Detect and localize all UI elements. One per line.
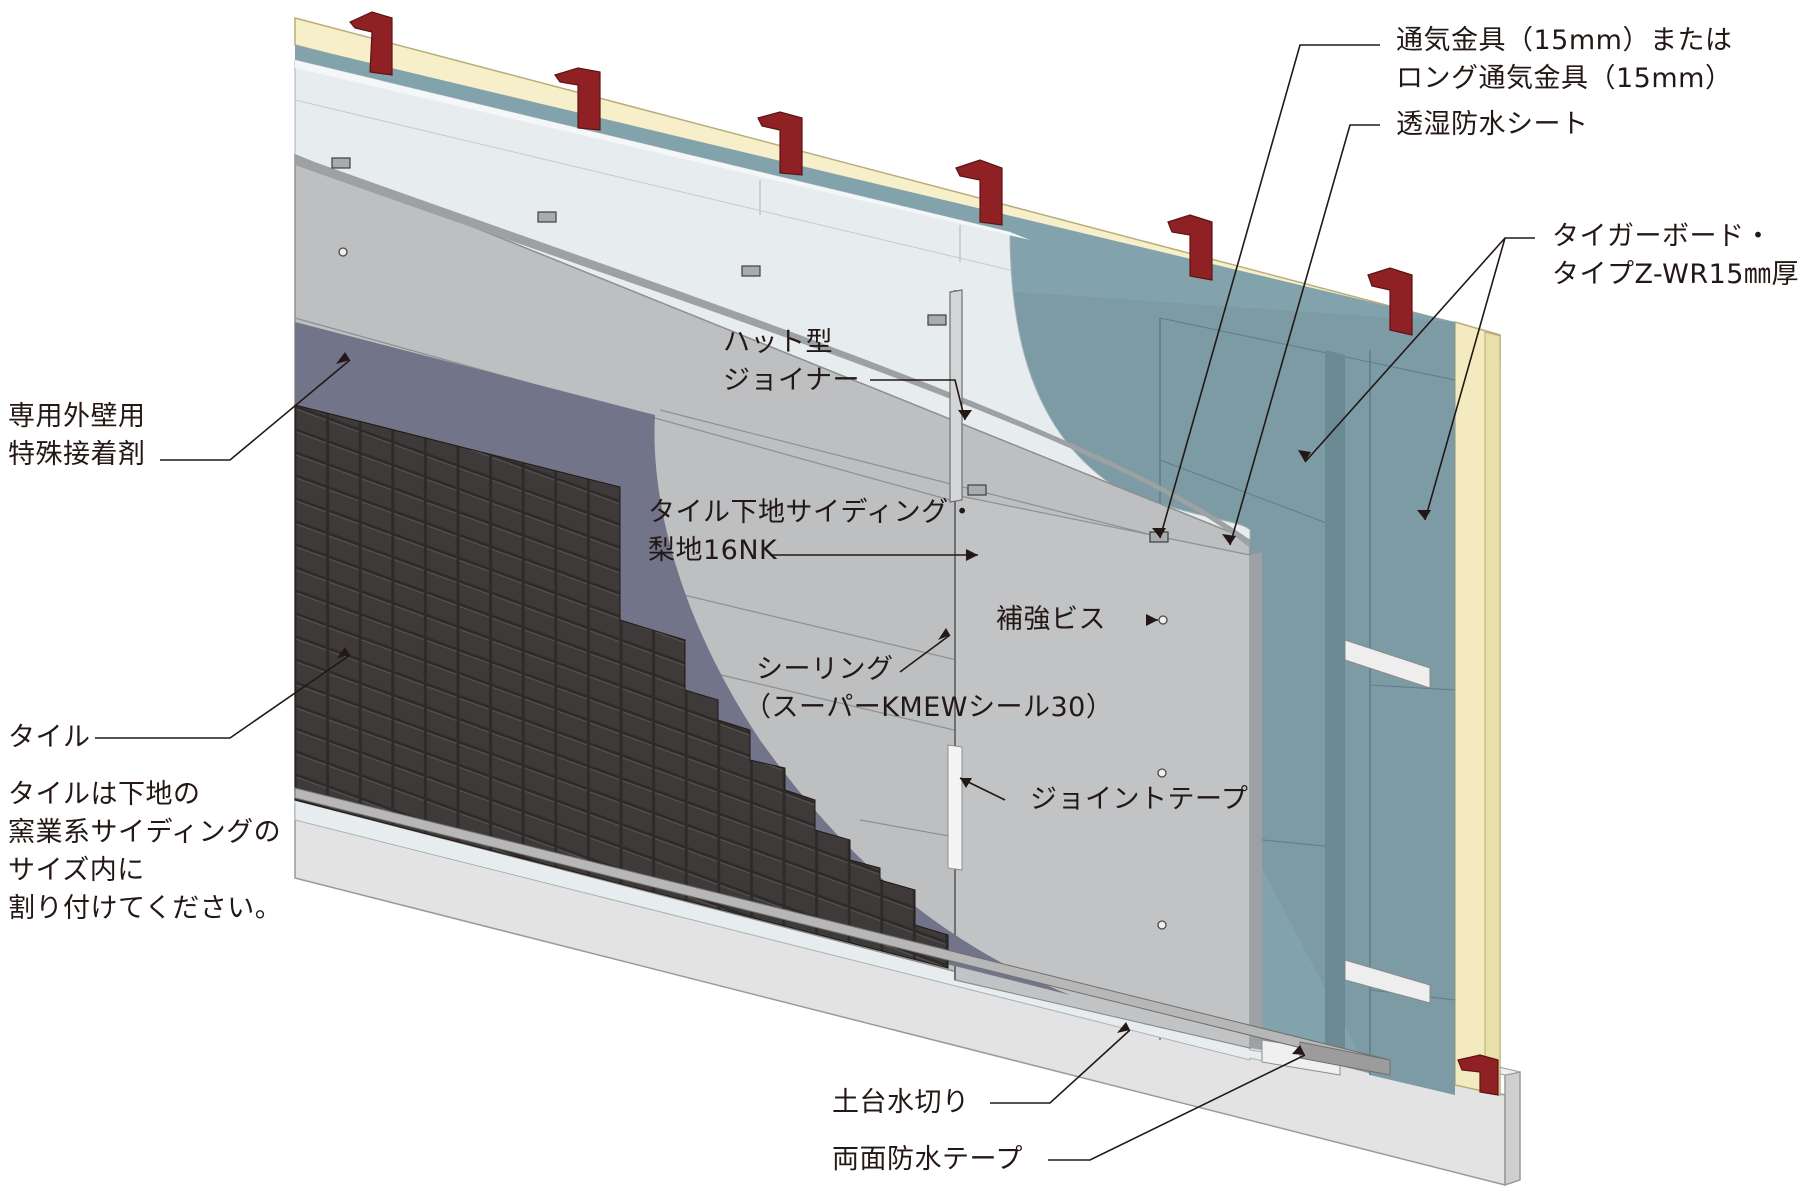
screw-label: 補強ビス (996, 601, 1106, 639)
base-flashing-text: 土台水切り (832, 1087, 970, 1118)
tile-note-line1: タイルは下地の (8, 779, 201, 810)
siding-label: タイル下地サイディング・ 梨地16NK (648, 494, 976, 570)
siding-label-line1: タイル下地サイディング・ (648, 497, 977, 528)
tile-text: タイル (8, 722, 91, 753)
tiger-board-label: タイガーボード・ タイプZ-WR15㎜厚 (1552, 218, 1799, 294)
tile-field (294, 404, 949, 969)
hat-joiner-label: ハット型 ジョイナー (723, 324, 860, 400)
adhesive-label-line2: 特殊接着剤 (8, 439, 146, 470)
steel-fittings (349, 11, 1499, 1096)
sealing-label: シーリング （スーパーKMEWシール30） (744, 651, 1113, 727)
breathable-sheet-label: 透湿防水シート (1396, 106, 1589, 144)
leader-lines (95, 44, 1535, 1161)
vent-fitting-label-line1: 通気金具（15mm）または (1396, 25, 1733, 56)
tile-note: タイルは下地の 窯業系サイディングの サイズ内に 割り付けてください。 (8, 776, 282, 928)
leader-arrowheads (336, 352, 1431, 1055)
hat-joiner-label-line2: ジョイナー (723, 365, 860, 396)
tile-note-line4: 割り付けてください。 (8, 893, 283, 924)
screw-text: 補強ビス (996, 604, 1106, 635)
tile-label: タイル (8, 719, 91, 757)
tile-note-line3: サイズ内に (8, 855, 145, 886)
adhesive-label-line1: 専用外壁用 (8, 401, 146, 432)
sealing-label-line2: （スーパーKMEWシール30） (744, 692, 1114, 723)
double-tape-label: 両面防水テープ (832, 1141, 1023, 1179)
joint-tape-text: ジョイントテープ (1030, 784, 1249, 815)
double-tape-text: 両面防水テープ (832, 1144, 1023, 1175)
adhesive-label: 専用外壁用 特殊接着剤 (8, 398, 146, 474)
breathable-sheet-text: 透湿防水シート (1396, 109, 1589, 140)
tiger-board-label-line2: タイプZ-WR15㎜厚 (1552, 259, 1799, 290)
hat-joiner-label-line1: ハット型 (723, 327, 833, 358)
joint-tape-label: ジョイントテープ (1030, 781, 1248, 819)
base-flashing-label: 土台水切り (832, 1084, 970, 1122)
siding-label-line2: 梨地16NK (648, 535, 778, 566)
tile-note-line2: 窯業系サイディングの (8, 817, 282, 848)
base-flashing (294, 787, 1391, 1076)
sealing-label-line1: シーリング (756, 654, 894, 685)
vent-fitting-label: 通気金具（15mm）または ロング通気金具（15mm） (1396, 22, 1732, 98)
vent-fitting-label-line2: ロング通気金具（15mm） (1396, 63, 1733, 94)
tiger-board-label-line1: タイガーボード・ (1552, 221, 1772, 252)
